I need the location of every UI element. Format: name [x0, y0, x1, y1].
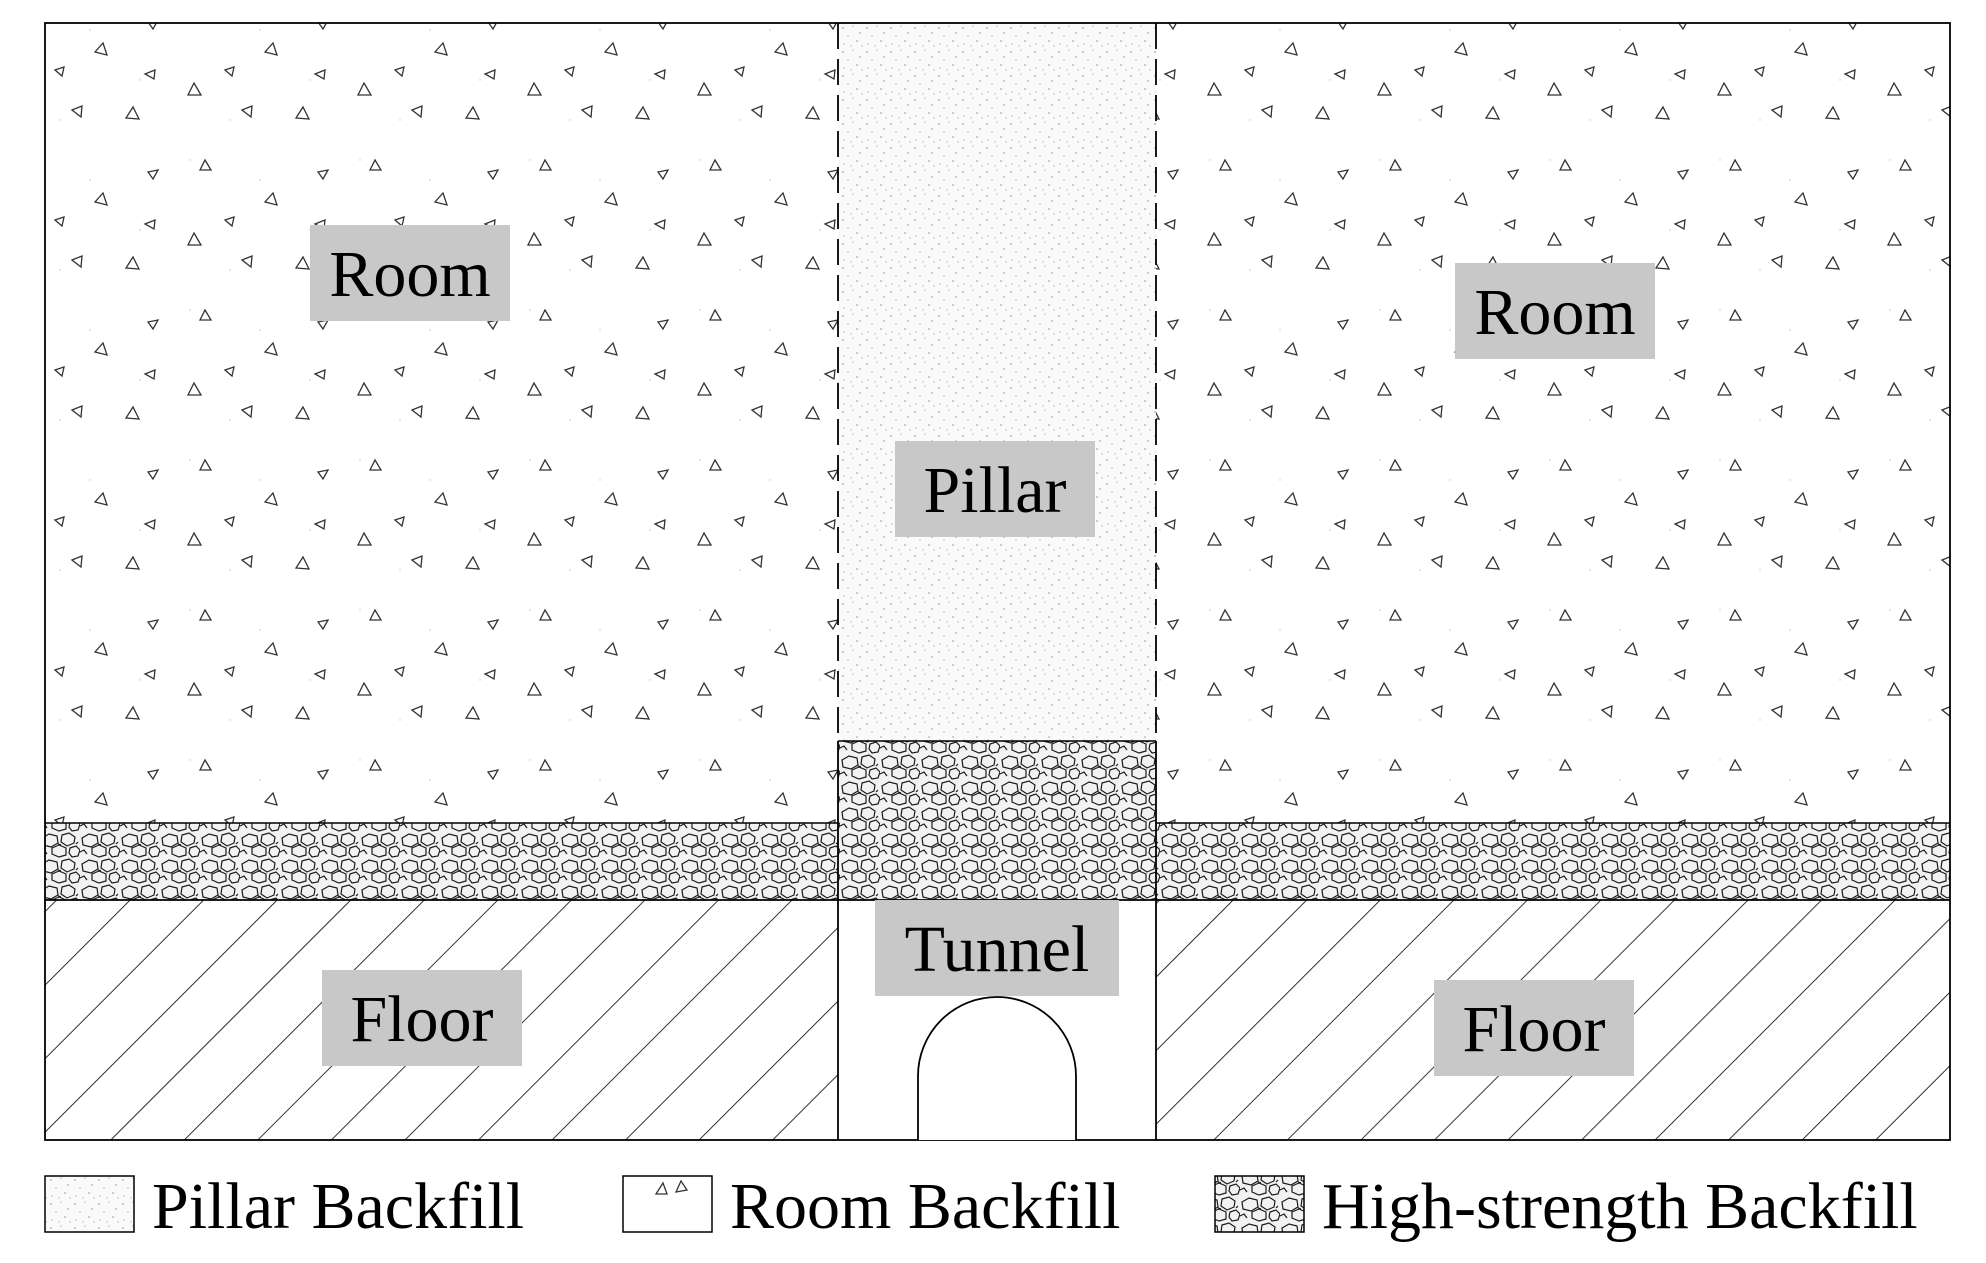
room-right-fill [1156, 23, 1950, 823]
room-left-fill [45, 23, 838, 823]
pillar-label-box [895, 441, 1095, 537]
legend-room-triangles-icon [654, 1179, 689, 1195]
tunnel-arch [917, 996, 1077, 1140]
tunnel-label: Tunnel [905, 913, 1090, 986]
legend: Pillar Backfill Room Backfill High-stren… [44, 1170, 1918, 1243]
legend-swatch-room-backfill [622, 1175, 713, 1233]
pillar-label: Pillar [924, 454, 1067, 527]
pillar-fill [838, 23, 1156, 741]
floor-left-label-box [322, 970, 522, 1066]
legend-label-high-strength-backfill: High-strength Backfill [1322, 1170, 1918, 1243]
floor-right-label-box [1434, 980, 1634, 1076]
tunnel-label-box [875, 900, 1119, 996]
room-right-label: Room [1474, 276, 1635, 349]
pillar-high-strength-base [838, 741, 1156, 823]
floor-right-label: Floor [1462, 993, 1605, 1066]
legend-swatch-pillar-backfill [44, 1175, 135, 1233]
room-left-label-box [310, 225, 510, 321]
legend-label-pillar-backfill: Pillar Backfill [152, 1170, 524, 1243]
legend-swatch-high-strength-backfill [1214, 1175, 1305, 1233]
floor-left-label: Floor [350, 983, 493, 1056]
legend-label-room-backfill: Room Backfill [730, 1170, 1120, 1243]
room-left-label: Room [329, 238, 490, 311]
room-right-label-box [1455, 263, 1655, 359]
high-strength-layer [45, 823, 1950, 900]
